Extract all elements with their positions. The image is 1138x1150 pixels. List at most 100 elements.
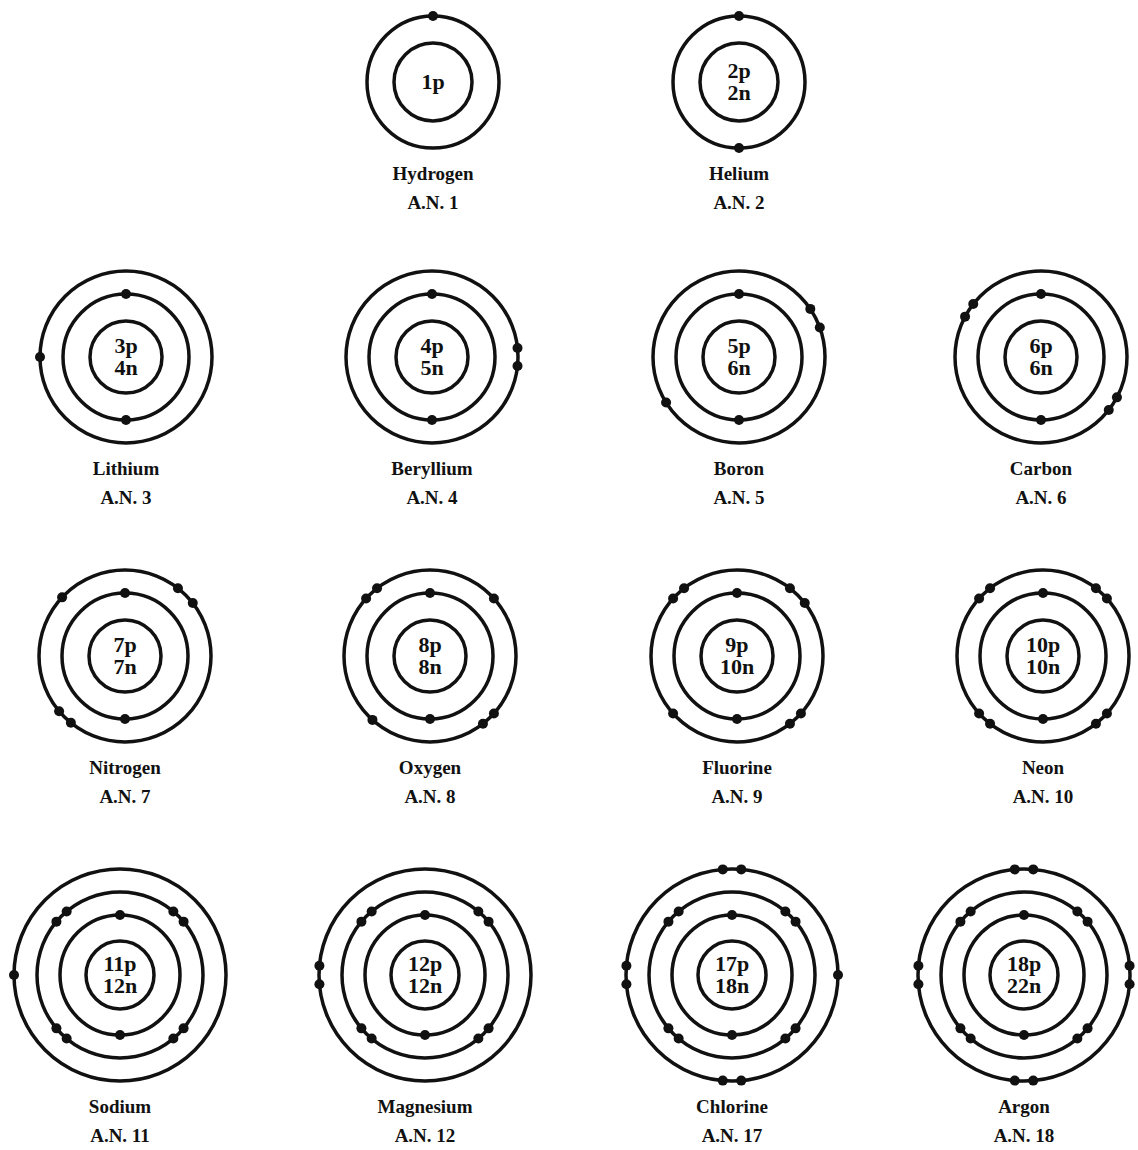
electron	[663, 917, 673, 927]
electron-shell	[346, 271, 518, 443]
electron	[1028, 864, 1038, 874]
electron	[51, 917, 61, 927]
electron-shell	[40, 271, 212, 443]
electron-shell	[651, 570, 823, 742]
atomic-number: A.N. 11	[10, 1122, 230, 1150]
atom-model: NeonA.N. 1010p 10n	[957, 570, 1129, 742]
electron-shell	[941, 892, 1107, 1058]
electron-shell	[673, 16, 805, 148]
electron	[1102, 709, 1112, 719]
nucleus-outline	[700, 43, 778, 121]
electron	[791, 917, 801, 927]
atomic-number: A.N. 2	[629, 189, 849, 218]
electron	[732, 588, 742, 598]
electron-shell	[14, 869, 226, 1081]
atom-caption: ChlorineA.N. 17	[622, 1093, 842, 1150]
electron	[1112, 392, 1122, 402]
particle-count: 1p	[421, 71, 444, 93]
electron	[1072, 1034, 1082, 1044]
atom-caption: HydrogenA.N. 1	[323, 160, 543, 217]
electron	[62, 906, 72, 916]
electron	[955, 1023, 965, 1033]
atom-caption: SodiumA.N. 11	[10, 1093, 230, 1150]
atomic-number: A.N. 5	[629, 484, 849, 513]
electron	[674, 906, 684, 916]
electron	[473, 906, 483, 916]
electron	[513, 361, 523, 371]
nucleus-outline	[86, 941, 154, 1009]
nucleus-outline	[90, 321, 162, 393]
electron	[727, 910, 737, 920]
electron	[489, 593, 499, 603]
nucleus-outline	[990, 941, 1058, 1009]
electron-shell	[62, 593, 188, 719]
atomic-number: A.N. 7	[15, 783, 235, 812]
electron	[913, 979, 923, 989]
electron	[780, 1034, 790, 1044]
element-name: Chlorine	[622, 1093, 842, 1122]
electron	[1036, 415, 1046, 425]
nucleus-outline	[396, 321, 468, 393]
nucleus: 3p 4n	[88, 319, 164, 395]
electron	[966, 906, 976, 916]
atomic-number: A.N. 6	[931, 484, 1138, 513]
nucleus-outline	[701, 620, 773, 692]
particle-count: 9p 10n	[720, 634, 754, 678]
nucleus-outline	[394, 43, 472, 121]
electron	[1072, 906, 1082, 916]
electron-shell	[367, 593, 493, 719]
electron	[796, 709, 806, 719]
electron	[427, 415, 437, 425]
electron	[9, 970, 19, 980]
nucleus: 9p 10n	[699, 618, 775, 694]
atomic-number: A.N. 3	[16, 484, 236, 513]
electron	[420, 910, 430, 920]
electron-shell	[653, 271, 825, 443]
nucleus-outline	[394, 620, 466, 692]
electron	[985, 583, 995, 593]
electron	[974, 709, 984, 719]
nucleus-label: 2p 2n	[727, 60, 750, 104]
electron	[66, 718, 76, 728]
electron	[736, 1076, 746, 1086]
electron-shell	[626, 869, 838, 1081]
element-name: Carbon	[931, 455, 1138, 484]
element-name: Argon	[914, 1093, 1134, 1122]
electron	[372, 583, 382, 593]
atom-model: NitrogenA.N. 77p 7n	[39, 570, 211, 742]
electron	[115, 1030, 125, 1040]
particle-count: 10p 10n	[1026, 634, 1060, 678]
electron	[1102, 593, 1112, 603]
particle-count: 2p 2n	[727, 60, 750, 104]
atom-caption: BerylliumA.N. 4	[322, 455, 542, 512]
electron	[168, 906, 178, 916]
electron	[1038, 588, 1048, 598]
electron	[1028, 1076, 1038, 1086]
electron	[966, 1034, 976, 1044]
electron-shell	[674, 593, 800, 719]
electron	[356, 1023, 366, 1033]
nucleus-label: 12p 12n	[408, 953, 442, 997]
electron-shell	[37, 892, 203, 1058]
electron	[1083, 1023, 1093, 1033]
electron-shell	[344, 570, 516, 742]
nucleus-label: 4p 5n	[420, 335, 443, 379]
electron	[668, 709, 678, 719]
nucleus-label: 7p 7n	[113, 634, 136, 678]
element-name: Boron	[629, 455, 849, 484]
electron	[661, 398, 671, 408]
particle-count: 3p 4n	[114, 335, 137, 379]
electron	[54, 706, 64, 716]
atom-caption: BoronA.N. 5	[629, 455, 849, 512]
electron	[168, 1034, 178, 1044]
atomic-number: A.N. 18	[914, 1122, 1134, 1150]
atom-model: LithiumA.N. 33p 4n	[40, 271, 212, 443]
electron	[974, 593, 984, 603]
electron	[800, 598, 810, 608]
electron	[955, 917, 965, 927]
atom-caption: ArgonA.N. 18	[914, 1093, 1134, 1150]
atom-caption: CarbonA.N. 6	[931, 455, 1138, 512]
element-name: Oxygen	[320, 754, 540, 783]
nucleus-label: 6p 6n	[1029, 335, 1052, 379]
electron	[425, 588, 435, 598]
